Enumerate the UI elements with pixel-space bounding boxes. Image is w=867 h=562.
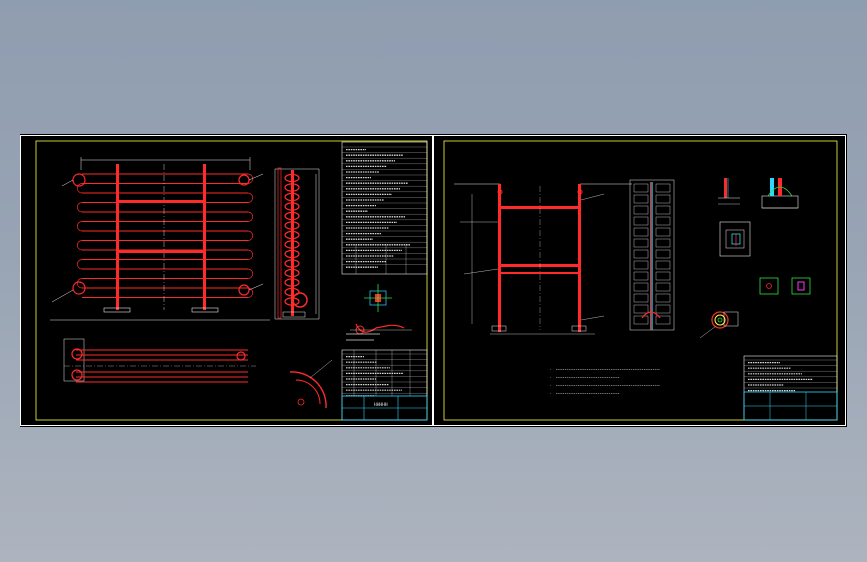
slat xyxy=(655,315,671,325)
coil-section xyxy=(284,173,300,183)
sheet-2-outer-border xyxy=(433,135,846,426)
u-bend xyxy=(76,240,83,251)
parts-table-upper xyxy=(341,141,428,275)
sheet-2-notes: · · · · xyxy=(550,367,660,396)
sheet-1-outer-border xyxy=(20,135,433,426)
sheet-1: HHHHH xyxy=(20,135,433,426)
detail-base-plate xyxy=(719,221,751,257)
slat xyxy=(655,282,671,292)
u-bend xyxy=(76,202,83,213)
coil-section xyxy=(284,297,300,306)
coil-section xyxy=(284,268,300,278)
coil-section xyxy=(284,221,300,230)
coil-section xyxy=(284,183,300,192)
slat xyxy=(655,227,671,237)
slat xyxy=(655,205,671,215)
support-frame-side-view xyxy=(629,179,675,331)
sheet-1-frame xyxy=(35,140,428,421)
coil-front-view xyxy=(50,157,270,321)
cad-viewport[interactable]: HHHHH xyxy=(20,134,847,427)
slat xyxy=(655,183,671,193)
coil-section xyxy=(284,259,300,268)
slat xyxy=(633,260,649,270)
coil-section xyxy=(284,192,300,202)
coil-section xyxy=(284,278,300,287)
slat xyxy=(633,216,649,226)
coil-side-view xyxy=(274,167,320,320)
slat xyxy=(655,216,671,226)
u-bend xyxy=(247,211,254,222)
u-bend xyxy=(247,249,254,260)
title-block-code: HHHHH xyxy=(374,402,388,408)
slat xyxy=(655,238,671,248)
slat xyxy=(633,271,649,281)
detail-elbow xyxy=(289,359,333,409)
technical-requirements xyxy=(346,333,380,341)
detail-pipe-section xyxy=(699,311,739,339)
detail-bracket xyxy=(364,284,392,312)
note-4: · xyxy=(550,391,551,396)
sheet-2-title-block xyxy=(743,355,838,421)
slat xyxy=(655,260,671,270)
coil-section xyxy=(284,249,300,259)
slat xyxy=(633,315,649,325)
coil-section xyxy=(284,211,300,221)
slat xyxy=(655,249,671,259)
slat xyxy=(633,183,649,193)
slat xyxy=(633,227,649,237)
slat xyxy=(633,249,649,259)
detail-clip xyxy=(761,178,799,209)
u-bend xyxy=(247,287,254,298)
detail-u-clamp xyxy=(350,323,412,335)
coil-section xyxy=(284,240,300,249)
slat xyxy=(633,238,649,248)
slat xyxy=(633,205,649,215)
coil-section xyxy=(284,230,300,240)
slat xyxy=(633,304,649,314)
note-1: · xyxy=(550,367,551,372)
coil-plan-view xyxy=(63,338,256,383)
u-bend xyxy=(247,230,254,241)
slat xyxy=(655,304,671,314)
cad-drawing-canvas[interactable]: HHHHH xyxy=(20,134,847,427)
u-bend xyxy=(247,192,254,203)
slat xyxy=(655,271,671,281)
sheet-2-frame xyxy=(443,140,838,421)
coil-section xyxy=(284,202,300,211)
slat xyxy=(655,194,671,204)
u-bend xyxy=(76,183,83,194)
coil-section xyxy=(284,287,300,297)
note-3: · xyxy=(550,383,551,388)
support-frame-front-view xyxy=(454,183,632,335)
u-bend xyxy=(247,173,254,184)
slat xyxy=(655,293,671,303)
note-2: · xyxy=(550,375,551,380)
slat xyxy=(633,282,649,292)
slat xyxy=(633,194,649,204)
u-bend xyxy=(76,278,83,289)
sheet-2: · · · · xyxy=(433,135,846,426)
detail-square-sections xyxy=(759,277,811,295)
parts-list-lower: HHHHH xyxy=(341,349,428,421)
u-bend xyxy=(76,259,83,270)
u-bend xyxy=(76,221,83,232)
detail-angle-bracket xyxy=(718,178,740,205)
u-bend xyxy=(247,268,254,279)
slat xyxy=(633,293,649,303)
